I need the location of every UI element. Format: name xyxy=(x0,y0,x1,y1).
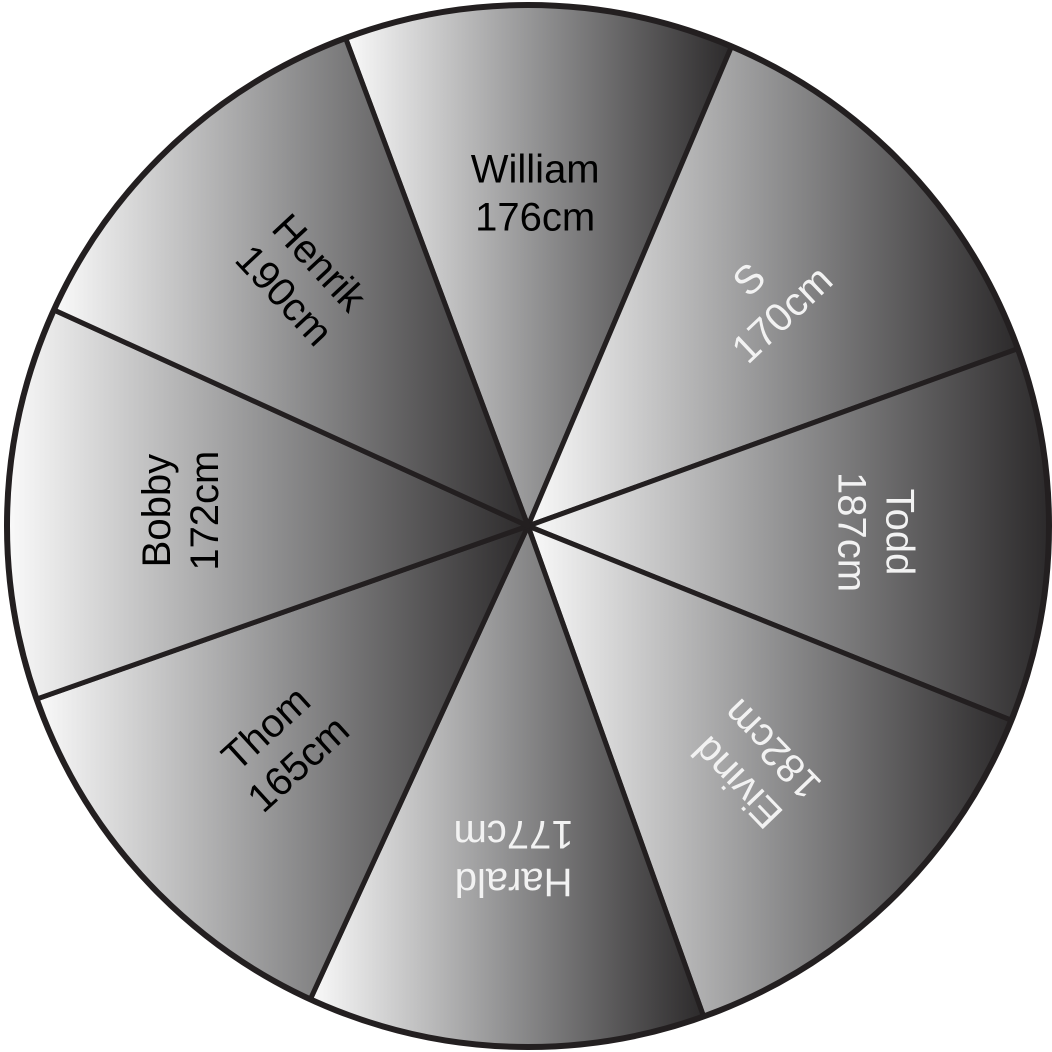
slice-label-value: 187cm xyxy=(829,472,873,592)
slice-label-name: William xyxy=(471,148,600,192)
slice-label-value: 177cm xyxy=(454,812,574,856)
slice-label-value: 176cm xyxy=(475,196,595,240)
pie-outline xyxy=(4,2,1052,1050)
slice-label-value: 172cm xyxy=(183,451,227,571)
slice-label-name: Todd xyxy=(877,489,921,576)
slice-layer xyxy=(4,2,1052,1050)
slice-label-name: Harald xyxy=(455,860,573,904)
slice-label-name: Bobby xyxy=(135,454,179,567)
